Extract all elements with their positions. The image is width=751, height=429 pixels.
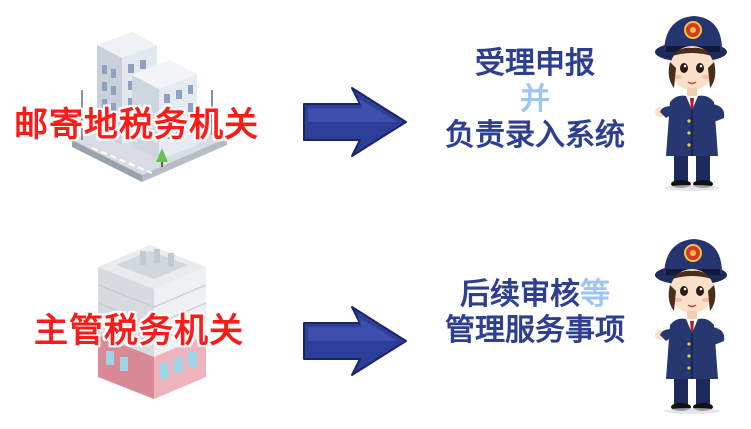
- competent-office-duties: 后续审核等 管理服务事项: [410, 277, 660, 349]
- mailing-tax-office-label: 邮寄地税务机关: [14, 105, 259, 145]
- tax-officer-icon: [655, 16, 727, 191]
- duty-management-services: 管理服务事项: [445, 313, 625, 348]
- duty-follow-up-review: 后续审核等: [410, 277, 660, 313]
- office-building-icon: [72, 32, 227, 182]
- duty-etc-suffix: 等: [580, 277, 610, 312]
- duty-enter-system: 负责录入系统: [445, 118, 625, 153]
- flow-row-mailing-office: 邮寄地税务机关 受理申报 并 负责录入系统: [14, 16, 727, 191]
- duty-connector: 并: [520, 82, 550, 117]
- tax-badge-icon: [684, 244, 702, 262]
- duty-accept-filing: 受理申报: [475, 46, 595, 81]
- mailing-office-duties: 受理申报 并 负责录入系统: [410, 46, 660, 154]
- arrow-right-icon: [303, 87, 407, 157]
- tax-badge-icon: [684, 21, 702, 39]
- arrow-right-icon: [303, 306, 407, 376]
- competent-tax-office-label: 主管税务机关: [34, 311, 244, 351]
- flow-row-competent-office: 主管税务机关 后续审核等 管理服务事项: [0, 215, 751, 429]
- tax-officer-icon: [655, 239, 727, 414]
- duty-review-text: 后续审核: [460, 277, 580, 312]
- office-building-icon: [97, 245, 207, 399]
